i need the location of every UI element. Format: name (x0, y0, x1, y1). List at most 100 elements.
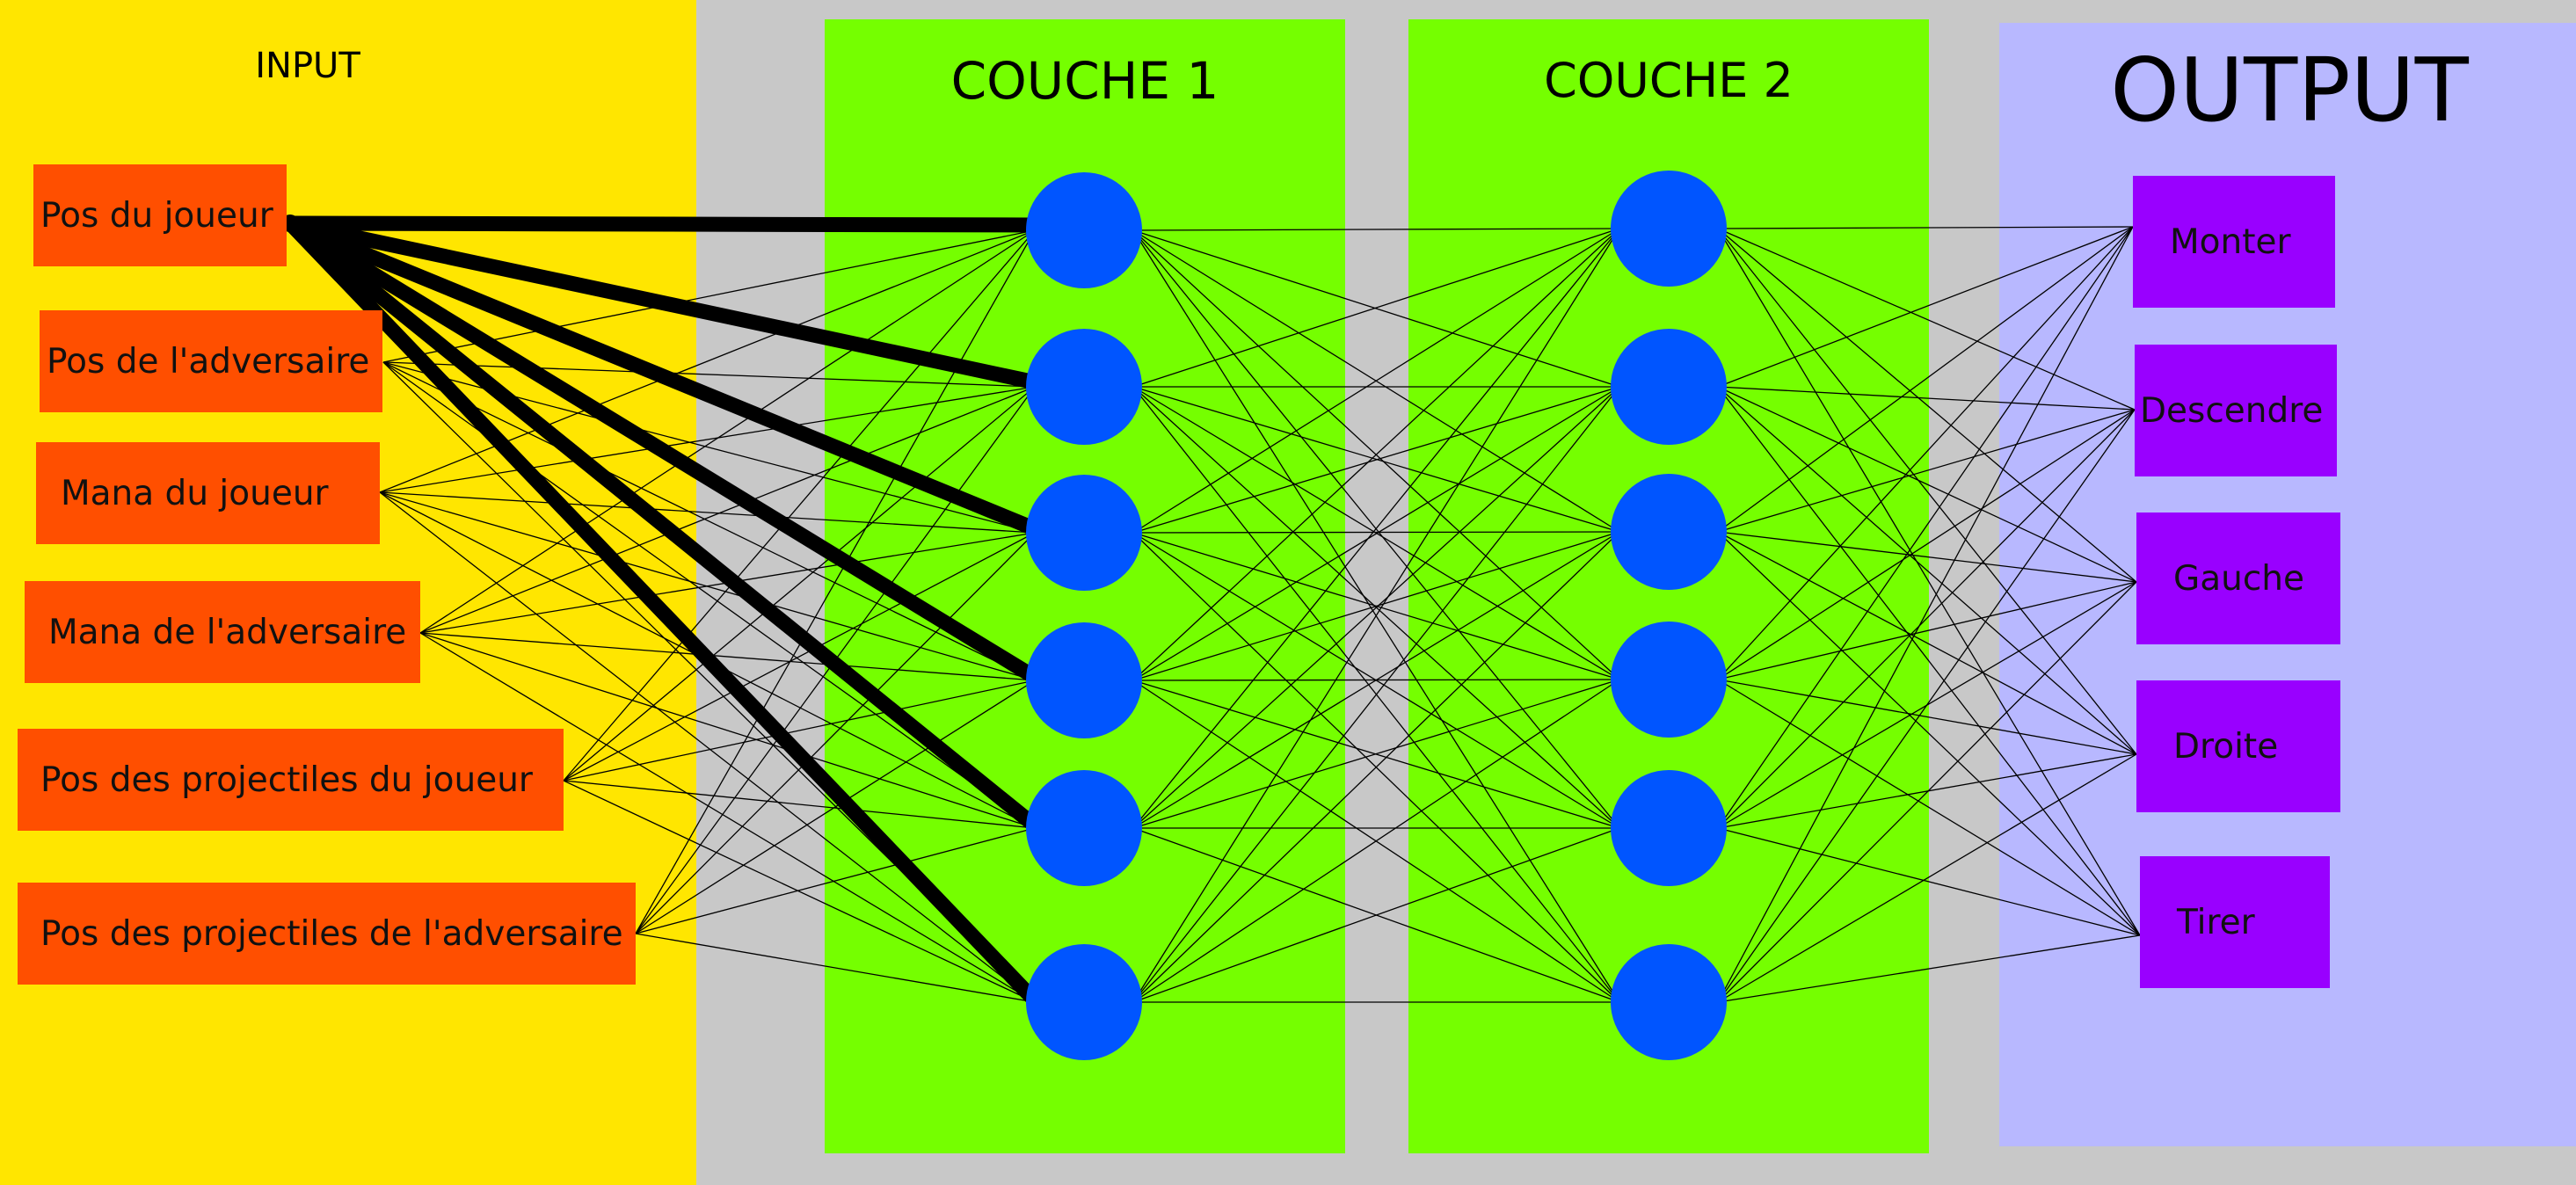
layer1-to-layer2-link (1132, 228, 1620, 829)
layer2-to-output-link (1717, 226, 2134, 829)
layer1-to-layer2-link (1132, 228, 1620, 1003)
highlighted-input-link (282, 215, 1039, 831)
input-to-layer1-link (563, 229, 1036, 782)
layer2-to-output-link (1717, 386, 2136, 411)
layer1-neuron (1026, 944, 1142, 1060)
layer2-to-output-link (1717, 753, 2137, 1003)
input-label: Pos du joueur (40, 195, 273, 236)
input-label: Mana du joueur (61, 473, 329, 513)
layer1-to-layer2-link (1132, 386, 1620, 1003)
input-node-pos-adversaire: Pos de l'adversaire (40, 310, 382, 412)
layer2-neuron (1611, 171, 1727, 287)
input-title: INPUT (255, 46, 360, 86)
input-to-layer1-link (563, 532, 1036, 782)
output-node-tirer: Tirer (2140, 856, 2330, 988)
layer1-neuron (1026, 770, 1142, 886)
input-node-mana-adversaire: Mana de l'adversaire (25, 581, 420, 683)
input-to-layer1-link (635, 680, 1036, 934)
input-node-projectiles-adversaire: Pos des projectiles de l'adversaire (18, 883, 636, 985)
layer2-to-output-link (1717, 679, 2137, 755)
layer2-to-output-link (1717, 386, 2137, 583)
layer2-title: COUCHE 2 (1544, 53, 1794, 108)
input-label: Pos des projectiles du joueur (40, 760, 533, 800)
input-to-layer1-link (379, 491, 1036, 534)
output-title: OUTPUT (2110, 39, 2469, 142)
output-label: Gauche (2173, 558, 2304, 599)
layer1-to-layer2-link (1132, 229, 1620, 388)
layer2-to-output-link (1717, 226, 2134, 533)
output-label: Descendre (2140, 390, 2324, 431)
input-to-layer1-link (635, 933, 1036, 1003)
layer2-to-output-link (1717, 226, 2134, 680)
layer2-to-output-link (1717, 409, 2136, 1003)
layer1-neuron (1026, 172, 1142, 288)
layer1-to-layer2-link (1132, 386, 1620, 681)
layer2-to-output-link (1717, 531, 2137, 755)
layer1-to-layer2-link (1132, 827, 1620, 1003)
input-to-layer1-link (563, 780, 1036, 829)
input-to-layer1-link (419, 632, 1036, 829)
output-node-gauche: Gauche (2136, 513, 2340, 644)
layer2-to-output-link (1717, 228, 2137, 583)
layer2-to-output-link (1717, 531, 2141, 936)
input-label: Mana de l'adversaire (48, 612, 407, 652)
output-label: Monter (2170, 222, 2291, 262)
layer2-to-output-link (1717, 386, 2137, 755)
layer1-neuron (1026, 622, 1142, 738)
layer2-neuron (1611, 770, 1727, 886)
layer1-to-layer2-link (1132, 679, 1620, 829)
layer1-to-layer2-link (1132, 386, 1620, 534)
layer2-to-output-link (1717, 228, 2137, 755)
layer2-to-output-link (1717, 827, 2141, 936)
layer2-to-output-link (1717, 228, 2141, 936)
layer1-to-layer2-link (1132, 679, 1620, 1003)
input-to-layer1-link (563, 386, 1036, 782)
input-to-layer1-link (563, 780, 1036, 1003)
layer2-to-output-link (1717, 934, 2141, 1003)
input-label: Pos de l'adversaire (47, 341, 370, 382)
layer2-to-output-link (1717, 531, 2137, 583)
output-node-droite: Droite (2136, 680, 2340, 812)
input-to-layer1-link (635, 827, 1036, 934)
layer1-to-layer2-link (1132, 531, 1620, 1003)
input-to-layer1-link (379, 229, 1036, 493)
layer2-to-output-link (1717, 581, 2137, 1003)
input-node-mana-joueur: Mana du joueur (36, 442, 380, 544)
input-node-pos-joueur: Pos du joueur (33, 164, 287, 266)
highlighted-input-link (282, 215, 1039, 389)
layer2-to-output-link (1717, 226, 2134, 1003)
layer2-to-output-link (1717, 409, 2136, 680)
layer2-to-output-link (1717, 753, 2137, 829)
input-to-layer1-link (419, 386, 1036, 634)
layer2-to-output-link (1717, 409, 2136, 829)
output-label: Tirer (2177, 902, 2255, 942)
layer2-to-output-link (1717, 228, 2136, 411)
highlighted-input-link (282, 215, 1039, 683)
layer1-to-layer2-link (1132, 531, 1620, 534)
layer1-to-layer2-link (1132, 531, 1620, 681)
highlighted-input-link (282, 215, 1039, 233)
layer1-to-layer2-link (1132, 386, 1620, 829)
input-to-layer1-link (419, 632, 1036, 681)
input-to-layer1-link (419, 229, 1036, 634)
layer2-neuron (1611, 944, 1727, 1060)
layer1-to-layer2-link (1132, 531, 1620, 829)
layer1-neuron (1026, 475, 1142, 591)
layer1-to-layer2-link (1132, 228, 1620, 388)
input-to-layer1-link (382, 361, 1036, 681)
layer2-to-output-link (1717, 679, 2141, 936)
layer2-to-output-link (1717, 581, 2137, 680)
layer2-neuron (1611, 474, 1727, 590)
layer2-to-output-link (1717, 409, 2136, 533)
layer2-to-output-link (1717, 226, 2134, 388)
input-to-layer1-link (635, 532, 1036, 934)
highlighted-input-link (282, 215, 1039, 535)
layer1-to-layer2-link (1132, 228, 1620, 231)
input-node-projectiles-joueur: Pos des projectiles du joueur (18, 729, 564, 831)
layer2-to-output-link (1717, 226, 2134, 229)
output-node-monter: Monter (2133, 176, 2335, 308)
input-to-layer1-link (563, 680, 1036, 782)
highlighted-input-link (282, 215, 1039, 1005)
input-to-layer1-link (635, 229, 1036, 934)
